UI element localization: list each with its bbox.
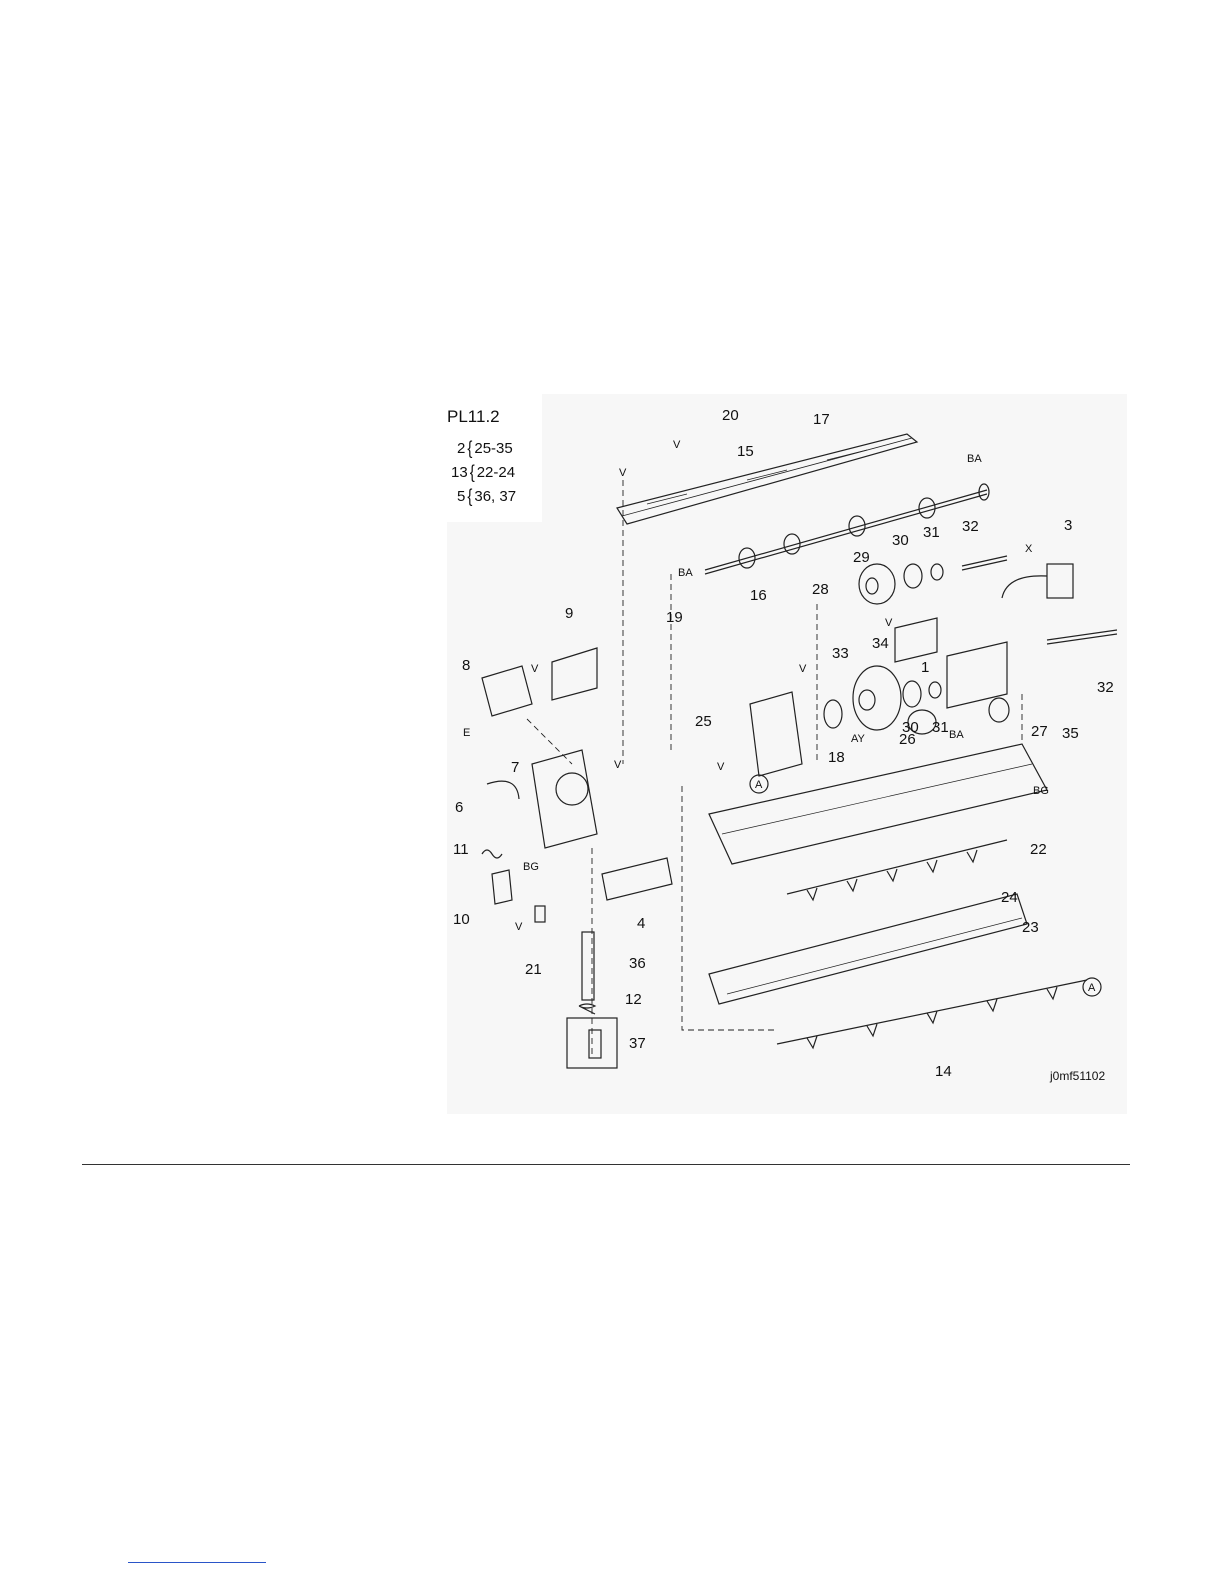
callout: 20: [722, 407, 739, 424]
screw-code: BG: [1033, 785, 1049, 797]
callout: 14: [935, 1063, 952, 1080]
callout: 29: [853, 549, 870, 566]
callout: 1: [921, 659, 929, 676]
figure-code: j0mf51102: [1049, 1069, 1105, 1083]
callout: 10: [453, 911, 470, 928]
screw-code: BG: [523, 861, 539, 873]
connector-mark: A: [1088, 982, 1096, 994]
callout: 16: [750, 587, 767, 604]
callout: 8: [462, 657, 470, 674]
callout: 28: [812, 581, 829, 598]
callout: 36: [629, 955, 646, 972]
part-frame: [532, 750, 597, 848]
screw-code: V: [673, 439, 681, 451]
screw-code: AY: [851, 733, 866, 745]
callout: 37: [629, 1035, 646, 1052]
part-bracket: [750, 692, 802, 776]
group-parent: 5: [457, 488, 465, 505]
part-top-plate: [617, 434, 917, 524]
callout: 35: [1062, 725, 1079, 742]
callout: 32: [962, 518, 979, 535]
callout: 34: [872, 635, 889, 652]
screw-code: V: [614, 759, 622, 771]
callout: 9: [565, 605, 573, 622]
parts-diagram: 1 3 4 6 7 8 9 10 11 12 14 15 16 17 18 19…: [447, 394, 1127, 1114]
callout: 30: [902, 719, 919, 736]
screw-code: V: [515, 921, 523, 933]
callout: 3: [1064, 517, 1072, 534]
callout: 18: [828, 749, 845, 766]
callout: 21: [525, 961, 542, 978]
screw-code: V: [531, 663, 539, 675]
callout: 33: [832, 645, 849, 662]
screw-code: V: [717, 761, 725, 773]
callout: 11: [453, 841, 469, 858]
figure-title: PL11.2: [447, 406, 500, 428]
screw-code: BA: [678, 567, 693, 579]
group-range: 22-24: [477, 464, 515, 481]
screw-code: V: [885, 617, 893, 629]
callout: 17: [813, 411, 830, 428]
connector-mark: A: [755, 779, 763, 791]
callout: 12: [625, 991, 642, 1008]
callout: 31: [932, 719, 949, 736]
callout: 6: [455, 799, 463, 816]
footer-link-underline[interactable]: [128, 1562, 266, 1563]
callout: 30: [892, 532, 909, 549]
callout: 24: [1001, 889, 1018, 906]
callout: 4: [637, 915, 645, 932]
part-gear: [859, 564, 895, 604]
callout: 15: [737, 443, 754, 460]
callout: 27: [1031, 723, 1048, 740]
legend: PL11.2 2{25-35 13{22-24 5{36, 37: [447, 394, 542, 522]
legend-row: 13{22-24: [451, 462, 515, 484]
screw-code: X: [1025, 543, 1033, 555]
callout: 22: [1030, 841, 1047, 858]
callout: 7: [511, 759, 519, 776]
group-parent: 13: [451, 464, 468, 481]
group-range: 25-35: [474, 440, 512, 457]
callout: 19: [666, 609, 683, 626]
legend-row: 5{36, 37: [457, 486, 516, 508]
page-divider: [82, 1164, 1130, 1165]
screw-code: BA: [967, 453, 982, 465]
group-range: 36, 37: [474, 488, 516, 505]
part-sensor: [1047, 564, 1073, 598]
callout: 25: [695, 713, 712, 730]
callout: 32: [1097, 679, 1114, 696]
callout: 23: [1022, 919, 1039, 936]
screw-code: E: [463, 727, 470, 739]
part-chute: [709, 744, 1047, 864]
legend-row: 2{25-35: [457, 438, 513, 460]
screw-code: BA: [949, 729, 964, 741]
group-parent: 2: [457, 440, 465, 457]
screw-code: V: [619, 467, 627, 479]
callout: 31: [923, 524, 940, 541]
exploded-view-drawing: 1 3 4 6 7 8 9 10 11 12 14 15 16 17 18 19…: [447, 394, 1127, 1114]
screw-code: V: [799, 663, 807, 675]
part-shaft: [705, 490, 987, 574]
